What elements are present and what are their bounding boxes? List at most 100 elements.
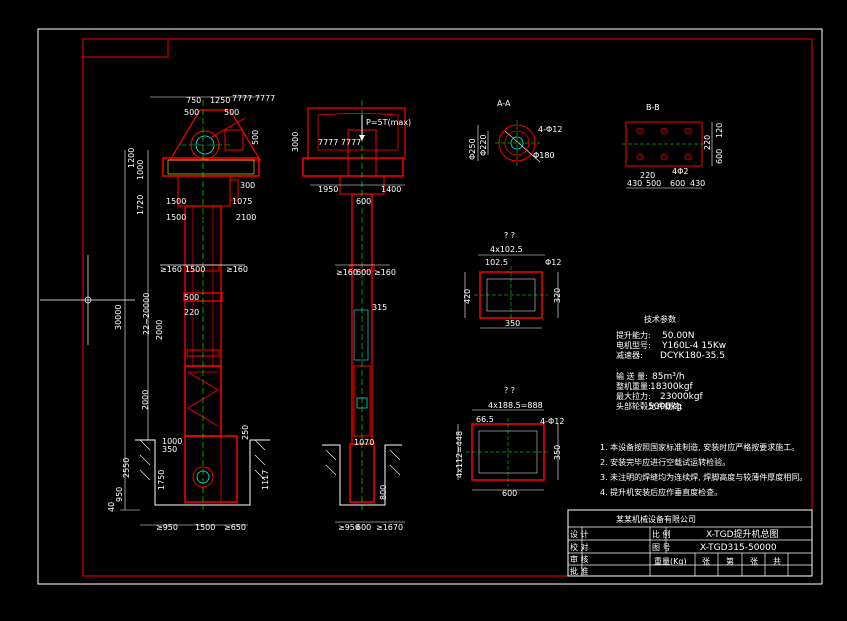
fv-flange-160a: ≥160: [160, 265, 182, 274]
fv-module-2000a: 2000: [155, 320, 164, 340]
spec-value-3: 85m³/h: [652, 372, 685, 382]
inner-frame: [82, 38, 813, 577]
detail-section1-320: 320: [553, 288, 562, 303]
spec-value-4: 18300kgf: [650, 382, 694, 392]
fv-dim-1075: 1075: [232, 197, 252, 206]
detail-section2-665: 66.5: [476, 415, 494, 424]
fv-base-2550: 2550: [122, 458, 131, 478]
fv-base-1750: 1750: [157, 470, 166, 490]
detail-section1-1025: 102.5: [485, 258, 508, 267]
detail-section1-420: 420: [463, 289, 472, 304]
fv-base-950: 950: [115, 487, 124, 502]
fv-height-total: 30000: [114, 305, 123, 330]
tb-row-2: 审 核: [570, 554, 589, 564]
tb-row-0: 设 计: [570, 529, 589, 539]
detail-section-1: [464, 254, 559, 329]
sv-load-note: P=5T(max): [366, 118, 411, 127]
tb-row-right-1: 图 号: [652, 543, 671, 552]
detail-plate-holes: 4Φ2: [672, 167, 688, 176]
detail-section1-350: 350: [505, 319, 520, 328]
tb-model: X-TGD315-50000: [700, 543, 777, 553]
detail-round-250: Φ250: [468, 138, 477, 160]
fv-flange-1500: 1500: [185, 265, 205, 274]
detail-section2-hole: 4-Φ12: [540, 417, 564, 426]
note-1: 2. 安装完毕应进行空载试运转检验。: [600, 457, 730, 467]
spec-value-6: 5000kg: [648, 402, 682, 412]
spec-label-2: 减速器:: [616, 350, 643, 360]
note-0: 1. 本设备按照国家标准制造, 安装时应严格按要求施工。: [600, 442, 799, 452]
fv-bottom-950: ≥950: [156, 523, 178, 532]
tb-company: 某某机械设备有限公司: [616, 514, 696, 524]
sv-bottom-1670: ≥1670: [376, 523, 403, 532]
fv-dim-1000: 1000: [136, 160, 145, 180]
fv-drive-note: 7777 7777: [232, 94, 275, 103]
detail-plate-500: 500: [646, 179, 661, 188]
sv-flange-160a: ≥160: [336, 268, 358, 277]
tb-cell-0: 张: [702, 557, 710, 566]
sv-flange-600: 600: [356, 268, 371, 277]
sv-rail-note: 7777 7777: [318, 138, 361, 147]
sv-flange-160b: ≥160: [374, 268, 396, 277]
detail-round-220: Φ220: [479, 134, 488, 156]
spec-label-3: 输 送 量:: [616, 371, 648, 381]
detail-section-2: [457, 409, 559, 491]
tb-row-1: 校 对: [570, 542, 589, 552]
fv-dim-500c: 500: [251, 130, 260, 145]
fv-dim-1250: 1250: [210, 96, 230, 105]
detail-plate-220a: 220: [703, 135, 712, 150]
tb-weight-label: 重量(Kg): [654, 556, 687, 566]
center-mark: [84, 296, 92, 304]
spec-value-1: Y160L-4 15Kw: [661, 341, 726, 351]
detail-section2-pitch: 4x188.5=888: [488, 401, 543, 410]
fv-bottom-650: ≥650: [224, 523, 246, 532]
spec-value-5: 23000kgf: [660, 392, 704, 402]
detail-plate-title: B-B: [646, 103, 660, 112]
fv-flange-160b: ≥160: [226, 265, 248, 274]
detail-plate-600: 600: [715, 149, 724, 164]
spec-title: 技术参数: [644, 314, 676, 324]
detail-plate-220b: 220: [640, 171, 655, 180]
tb-row-right-0: 比 例: [652, 529, 671, 539]
spec-label-6: 头部轮毂允许载荷:: [616, 401, 683, 411]
title-block: [567, 509, 813, 577]
sv-dim-1950: 1950: [318, 185, 338, 194]
tb-drawing-name: X-TGD提升机总图: [706, 528, 779, 540]
sv-note-315: 315: [372, 303, 387, 312]
detail-round-flange: [477, 120, 541, 166]
fv-section-span: 22~20000: [142, 293, 151, 335]
fv-bottom-1500: 1500: [195, 523, 215, 532]
spec-label-4: 整机重量:: [616, 381, 651, 391]
detail-plate-120: 120: [715, 123, 724, 138]
detail-plate-430b: 430: [690, 179, 705, 188]
sv-dim-1400: 1400: [381, 185, 401, 194]
fv-base-250: 250: [241, 425, 250, 440]
detail-section1-pitch: 4x102.5: [490, 245, 523, 254]
detail-section2-title: ? ?: [504, 386, 515, 395]
front-view: [120, 96, 270, 526]
spec-value-2: DCYK180-35.5: [660, 351, 725, 361]
spec-label-1: 电机型号:: [616, 340, 651, 350]
spec-label-0: 提升能力:: [616, 330, 651, 340]
fv-dim-2100: 2100: [236, 213, 256, 222]
fv-base-40: 40: [107, 502, 116, 512]
fv-dim-300: 300: [240, 181, 255, 190]
detail-section1-title: ? ?: [504, 231, 515, 240]
sv-mid-600: 600: [356, 197, 371, 206]
fv-module-2000b: 2000: [141, 390, 150, 410]
fv-dim-1500b: 1500: [166, 213, 186, 222]
sv-pit-800: 800: [379, 485, 388, 500]
note-3: 4. 提升机安装后应作垂直度检查。: [600, 487, 722, 497]
spec-label-5: 最大拉力:: [616, 391, 651, 401]
sv-bottom-600: 600: [356, 523, 371, 532]
sv-bottom-950: ≥950: [338, 523, 360, 532]
fv-dim-220: 220: [184, 308, 199, 317]
tb-cell-3: 共: [773, 557, 781, 566]
fv-dim-750: 750: [186, 96, 201, 105]
fv-base-1000: 1000: [162, 437, 182, 446]
note-2: 3. 未注明的焊缝均为连续焊, 焊脚高度与较薄件厚度相同。: [600, 472, 807, 482]
sv-pit-1070: 1070: [354, 438, 374, 447]
detail-section1-hole: Φ12: [545, 258, 561, 267]
fv-base-1117: 1117: [261, 470, 270, 490]
tb-cell-1: 第: [726, 556, 734, 566]
